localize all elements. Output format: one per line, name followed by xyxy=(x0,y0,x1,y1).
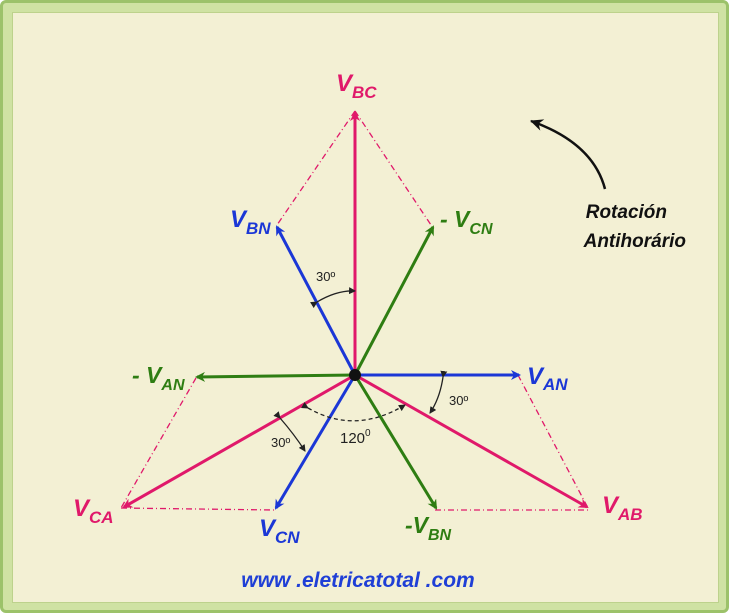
construction-line-bc-cn xyxy=(354,110,432,226)
negative-phase-phasors xyxy=(195,225,438,510)
label-vab: VAB xyxy=(602,492,643,524)
label-neg-van-main: - V xyxy=(132,362,163,388)
rotation-note-line2: Antihorário xyxy=(583,231,686,252)
label-vab-main: V xyxy=(602,492,620,519)
label-vab-sub: AB xyxy=(617,505,643,524)
label-vbc-main: V xyxy=(336,70,354,97)
label-vbn: VBN xyxy=(230,206,271,238)
phasor-diagram: 30º 30º 30º 1200 VBC VAB VCA VAN VBN VCN… xyxy=(73,70,686,592)
label-van-sub: AN xyxy=(542,375,568,394)
label-vcn-sub: CN xyxy=(275,528,300,547)
phasor-neg-van xyxy=(195,371,356,382)
label-neg-vcn: - VCN xyxy=(440,206,493,238)
line-voltage-phasors xyxy=(122,111,589,509)
label-vbn-sub: BN xyxy=(246,219,271,238)
label-vbc-sub: BC xyxy=(352,83,377,102)
phase-voltage-phasors xyxy=(274,225,521,510)
label-neg-vbn-sub: BN xyxy=(428,527,452,544)
angle-label-center: 1200 xyxy=(340,428,371,447)
angle-label-center-degree: 0 xyxy=(365,428,371,439)
label-vbn-main: V xyxy=(230,206,248,233)
label-vca-sub: CA xyxy=(89,508,114,527)
phasor-neg-vcn xyxy=(353,225,435,376)
angle-arcs xyxy=(273,287,448,452)
construction-line-ca-cn xyxy=(120,507,276,511)
angle-label-right: 30º xyxy=(449,393,468,408)
angle-arc-right xyxy=(429,370,448,414)
label-vca-main: V xyxy=(73,495,91,522)
label-neg-vcn-sub: CN xyxy=(469,221,493,238)
phasor-vbn xyxy=(275,225,357,376)
angle-label-top: 30º xyxy=(316,269,335,284)
phasor-vca xyxy=(122,373,356,509)
label-van-main: V xyxy=(527,363,545,390)
origin-dot xyxy=(349,369,361,381)
construction-line-bc-bn xyxy=(276,110,356,226)
phasor-vcn xyxy=(274,374,357,510)
rotation-arrow-icon xyxy=(530,119,607,190)
label-neg-vbn: -VBN xyxy=(405,512,452,544)
label-van: VAN xyxy=(527,363,568,394)
label-neg-van: - VAN xyxy=(132,362,185,394)
label-vca: VCA xyxy=(73,495,114,527)
rotation-note-line1: Rotación xyxy=(586,202,667,223)
label-neg-vbn-main: -V xyxy=(405,512,430,538)
label-vcn-main: V xyxy=(259,515,277,542)
label-vcn: VCN xyxy=(259,515,300,547)
label-neg-van-sub: AN xyxy=(160,377,185,394)
website-url: www .eletricatotal .com xyxy=(241,569,474,592)
label-vbc: VBC xyxy=(336,70,377,102)
angle-arc-center xyxy=(301,401,406,422)
phasor-vab xyxy=(354,373,589,509)
label-neg-vcn-main: - V xyxy=(440,206,471,232)
angle-label-center-value: 120 xyxy=(340,430,365,447)
angle-label-left: 30º xyxy=(271,435,290,450)
construction-lines xyxy=(120,110,589,511)
phasor-neg-vbn xyxy=(353,374,438,510)
angle-arc-left xyxy=(273,411,306,452)
angle-arc-top xyxy=(310,287,356,309)
